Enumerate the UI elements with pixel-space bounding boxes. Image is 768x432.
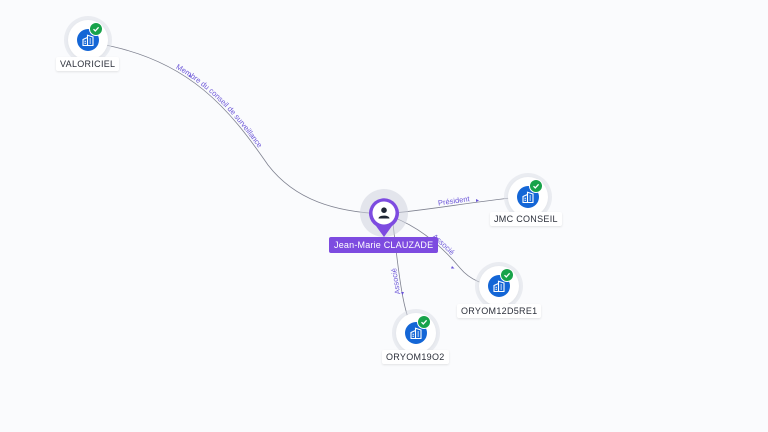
edge-arrow xyxy=(188,74,191,78)
company-node-jmc[interactable] xyxy=(508,177,548,217)
building-icon xyxy=(82,34,94,47)
check-icon xyxy=(504,272,511,278)
check-icon xyxy=(421,319,428,325)
edge-arrow xyxy=(401,292,404,295)
company-node-valoriciel[interactable] xyxy=(68,20,108,60)
building-icon xyxy=(410,327,422,340)
company-label-jmc[interactable]: JMC CONSEIL xyxy=(490,212,562,226)
company-label-oryom12[interactable]: ORYOM12D5RE1 xyxy=(457,304,542,318)
edge-valoriciel xyxy=(99,43,385,215)
person-node[interactable] xyxy=(366,196,402,238)
check-icon xyxy=(93,26,100,32)
company-label-oryom19[interactable]: ORYOM19O2 xyxy=(382,350,449,364)
edge-arrow xyxy=(476,199,479,202)
building-icon xyxy=(493,280,505,293)
check-icon xyxy=(533,183,540,189)
company-node-oryom19[interactable] xyxy=(396,313,436,353)
building-icon xyxy=(522,191,534,204)
edge-arrow xyxy=(451,266,455,269)
edge-label-valoriciel: Membre du conseil de surveillance xyxy=(174,62,264,149)
person-name-label[interactable]: Jean-Marie CLAUZADE xyxy=(329,237,439,253)
company-label-valoriciel[interactable]: VALORICIEL xyxy=(56,57,120,71)
edge-label-oryom19: Associé xyxy=(389,268,402,295)
company-node-oryom12[interactable] xyxy=(479,266,519,306)
person-icon xyxy=(378,207,390,219)
